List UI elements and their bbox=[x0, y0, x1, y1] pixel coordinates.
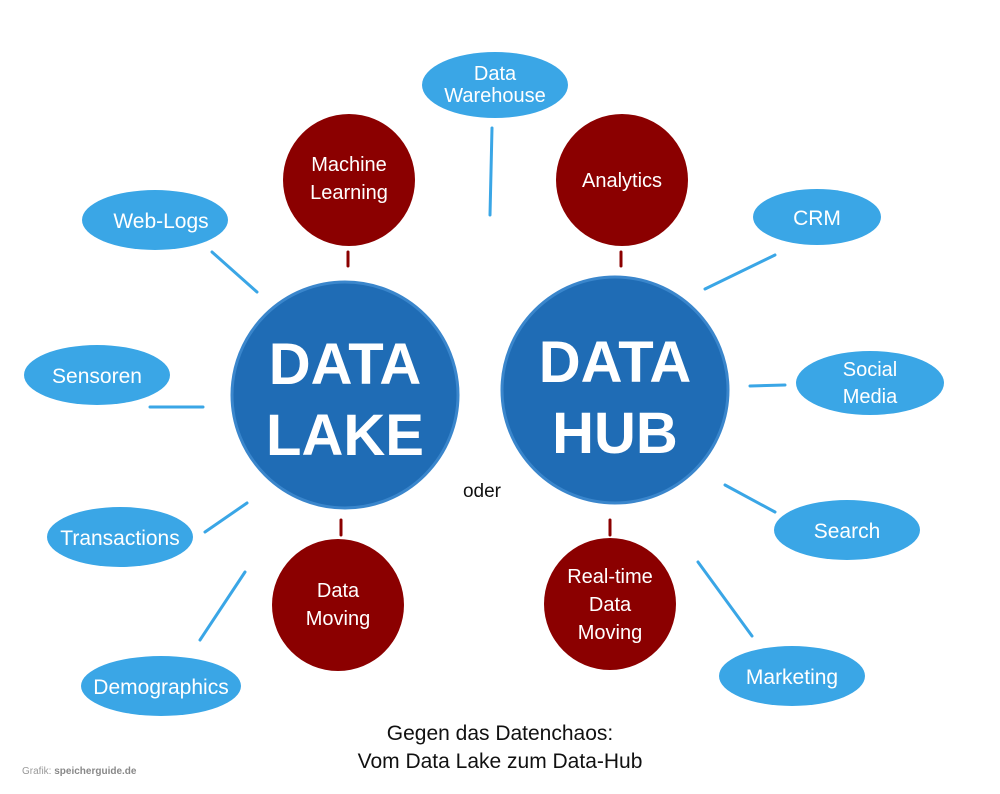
source-search: Search bbox=[774, 500, 920, 560]
caption-line-2: Vom Data Lake zum Data-Hub bbox=[357, 750, 643, 773]
main-node-data-hub: DATA HUB bbox=[500, 275, 730, 505]
data-lake-line2: LAKE bbox=[266, 403, 424, 468]
red-connectors bbox=[339, 250, 623, 537]
crm-oval bbox=[753, 189, 881, 245]
data-warehouse-line1: Data bbox=[474, 63, 517, 85]
machine-learning-line2: Learning bbox=[310, 182, 388, 204]
transactions-label: Transactions bbox=[60, 527, 179, 550]
source-connectors bbox=[148, 126, 787, 642]
data-moving-line2: Moving bbox=[306, 608, 370, 630]
realtime-data-moving-line1: Real-time bbox=[567, 566, 653, 588]
data-warehouse-oval bbox=[422, 52, 568, 118]
connector-social-media bbox=[748, 383, 787, 388]
transactions-oval bbox=[47, 507, 193, 567]
connector-transactions bbox=[203, 501, 249, 534]
source-transactions: Transactions bbox=[47, 507, 193, 567]
demographics-label: Demographics bbox=[93, 676, 228, 699]
source-social-media: Social Media bbox=[796, 351, 944, 415]
graphic-credit: Grafik: speicherguide.de bbox=[22, 766, 136, 777]
realtime-data-moving-line2: Data bbox=[589, 594, 632, 616]
connector-data-warehouse bbox=[488, 126, 494, 217]
connector-search bbox=[723, 483, 777, 514]
search-oval bbox=[774, 500, 920, 560]
search-label: Search bbox=[814, 520, 881, 543]
web-logs-oval bbox=[82, 190, 228, 250]
machine-learning-line1: Machine bbox=[311, 154, 387, 176]
marketing-oval bbox=[719, 646, 865, 706]
connector-demographics bbox=[198, 570, 247, 642]
realtime-data-moving-line3: Moving bbox=[578, 622, 642, 644]
source-sensoren: Sensoren bbox=[24, 345, 170, 405]
social-media-line1: Social bbox=[843, 359, 897, 381]
credit-site: speicherguide.de bbox=[54, 766, 137, 777]
analytics-circle bbox=[556, 114, 688, 246]
data-moving-line1: Data bbox=[317, 580, 360, 602]
marketing-label: Marketing bbox=[746, 666, 838, 689]
sensoren-label: Sensoren bbox=[52, 365, 142, 388]
demographics-oval bbox=[81, 656, 241, 716]
source-marketing: Marketing bbox=[719, 646, 865, 706]
connector-crm bbox=[703, 253, 777, 291]
data-hub-circle bbox=[500, 275, 730, 505]
source-crm: CRM bbox=[753, 189, 881, 245]
red-node-data-moving: Data Moving bbox=[272, 539, 404, 671]
connector-web-logs bbox=[210, 250, 259, 294]
red-node-analytics: Analytics bbox=[556, 114, 688, 246]
web-logs-label: Web-Logs bbox=[113, 210, 208, 233]
data-lake-line1: DATA bbox=[269, 332, 421, 397]
data-moving-circle bbox=[272, 539, 404, 671]
caption-line-1: Gegen das Datenchaos: bbox=[386, 722, 614, 745]
data-lake-circle bbox=[230, 280, 460, 510]
source-web-logs: Web-Logs bbox=[82, 190, 228, 250]
source-data-warehouse: Data Warehouse bbox=[422, 52, 568, 118]
social-media-line2: Media bbox=[843, 386, 898, 408]
red-node-realtime-data-moving: Real-time Data Moving bbox=[544, 538, 676, 670]
connector-marketing bbox=[696, 560, 754, 638]
sensoren-oval bbox=[24, 345, 170, 405]
credit-prefix: Grafik: bbox=[22, 766, 52, 777]
realtime-data-moving-circle bbox=[544, 538, 676, 670]
social-media-oval bbox=[796, 351, 944, 415]
data-warehouse-line2: Warehouse bbox=[444, 85, 546, 107]
analytics-label: Analytics bbox=[582, 170, 662, 192]
red-node-machine-learning: Machine Learning bbox=[283, 114, 415, 246]
crm-label: CRM bbox=[793, 207, 841, 230]
data-hub-line1: DATA bbox=[539, 330, 691, 395]
source-demographics: Demographics bbox=[81, 656, 241, 716]
connector-word-oder: oder bbox=[463, 481, 502, 502]
data-hub-line2: HUB bbox=[552, 401, 678, 466]
machine-learning-circle bbox=[283, 114, 415, 246]
main-node-data-lake: DATA LAKE bbox=[230, 280, 460, 510]
